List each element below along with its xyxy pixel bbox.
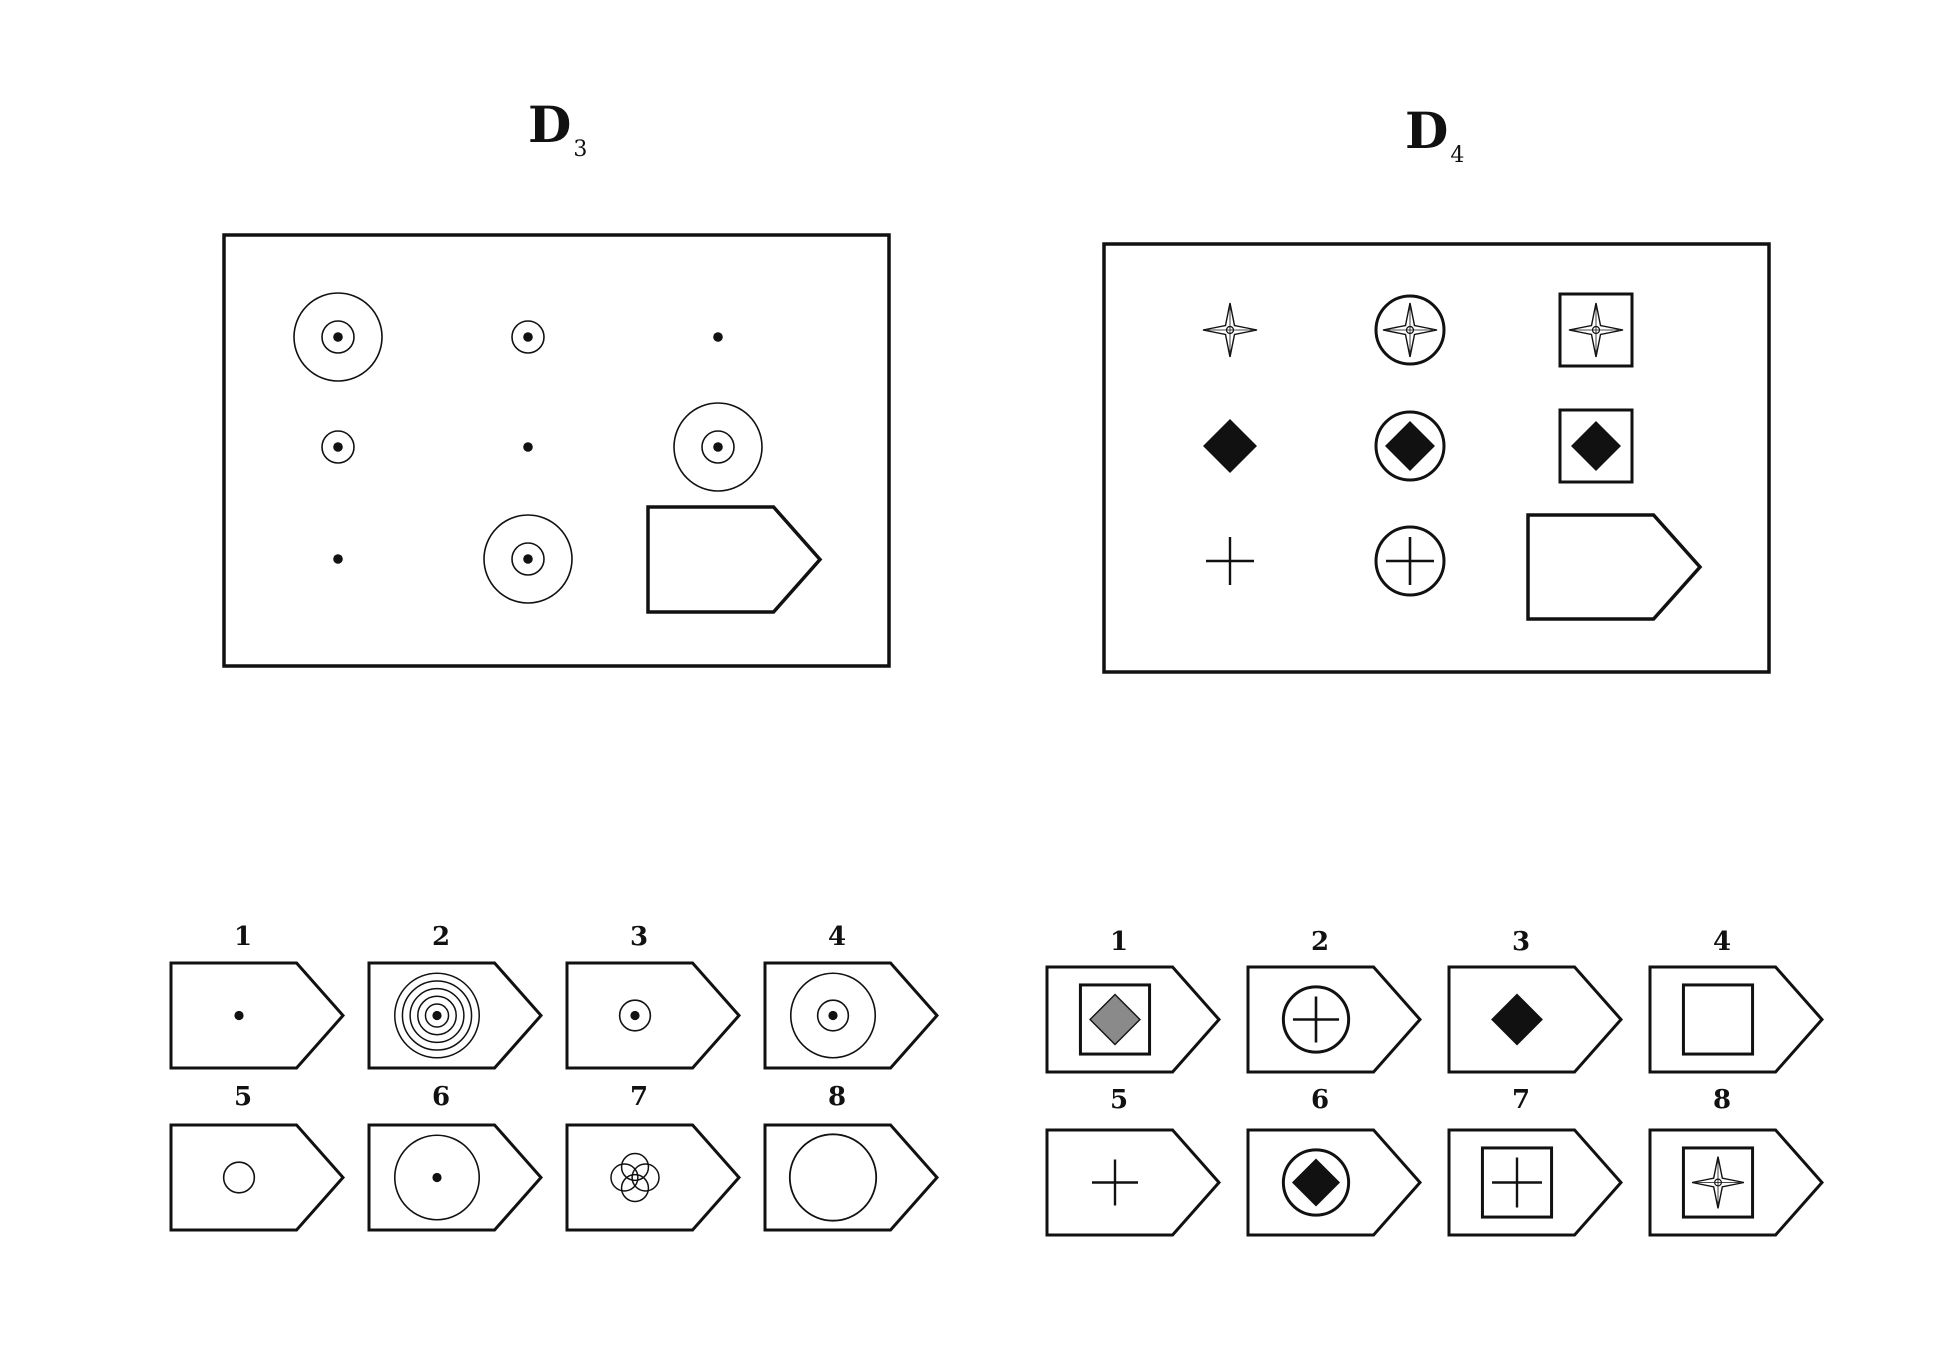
matrix-cell-small-target xyxy=(321,430,355,464)
answer-option-4[interactable]: 4 xyxy=(763,922,940,1070)
answer-option-label: 3 xyxy=(1512,927,1530,957)
answer-option-frame xyxy=(169,1123,346,1232)
answer-option-figure-cross-in-square xyxy=(1480,1146,1554,1219)
answer-option-label: 2 xyxy=(1311,927,1329,957)
answer-option-label: 5 xyxy=(234,1082,252,1112)
answer-option-4[interactable]: 4 xyxy=(1648,927,1825,1074)
answer-option-7[interactable]: 7 xyxy=(565,1082,742,1232)
matrix-cell-cross-in-circle xyxy=(1374,525,1446,597)
answer-option-label: 6 xyxy=(432,1082,450,1112)
matrix-cell-big-target xyxy=(483,514,573,604)
puzzle-title-d3: D3 xyxy=(528,95,588,162)
matrix-frame xyxy=(222,233,891,668)
answer-option-figure-four-circles xyxy=(610,1152,660,1203)
puzzle-d3: 1 2 3 4 5 6 7 8 xyxy=(169,233,940,1232)
answer-option-frame xyxy=(565,961,742,1070)
answer-option-3[interactable]: 3 xyxy=(565,922,742,1070)
matrix-cell-small-target xyxy=(511,320,545,354)
matrix-cell-diamond-in-square xyxy=(1558,408,1634,484)
answer-option-frame xyxy=(1447,965,1624,1074)
answer-option-frame xyxy=(1246,1128,1423,1237)
answer-option-1[interactable]: 1 xyxy=(1045,927,1222,1074)
answer-option-frame xyxy=(169,961,346,1070)
matrix-cell-star-in-circle xyxy=(1374,294,1446,366)
answer-option-3[interactable]: 3 xyxy=(1447,927,1624,1074)
answer-option-6[interactable]: 6 xyxy=(1246,1085,1423,1237)
puzzle-d4: 1 2 3 4 5 6 7 8 xyxy=(1045,242,1825,1237)
missing-cell-answer-slot xyxy=(1526,513,1703,621)
matrix-cell-dot xyxy=(333,554,343,564)
answer-option-label: 4 xyxy=(1713,927,1731,957)
answer-option-frame xyxy=(1246,965,1423,1074)
answer-option-frame xyxy=(1447,1128,1624,1237)
answer-option-frame xyxy=(763,961,940,1070)
answer-option-label: 7 xyxy=(1512,1085,1530,1115)
answer-option-1[interactable]: 1 xyxy=(169,922,346,1070)
answer-option-figure-big-circle xyxy=(788,1133,878,1222)
answer-option-8[interactable]: 8 xyxy=(1648,1085,1825,1237)
answer-option-frame xyxy=(565,1123,742,1232)
answer-option-label: 4 xyxy=(828,922,846,952)
answer-option-label: 5 xyxy=(1110,1085,1128,1115)
matrix-cell-big-target xyxy=(673,402,763,492)
matrix-cell-cross xyxy=(1206,537,1254,585)
matrix-cell-dot xyxy=(523,442,533,452)
answer-option-figure-circle-dot xyxy=(393,1134,481,1221)
matrix-cell-diamond-in-circle xyxy=(1374,410,1446,482)
answer-option-label: 7 xyxy=(630,1082,648,1112)
answer-option-figure-cross xyxy=(1091,1159,1139,1206)
answer-option-label: 2 xyxy=(432,922,450,952)
answer-option-figure-diamond-in-circle xyxy=(1281,1148,1351,1217)
answer-option-frame xyxy=(1648,965,1825,1074)
answer-option-figure-star-in-square xyxy=(1681,1146,1755,1219)
answer-option-5[interactable]: 5 xyxy=(1045,1085,1222,1237)
answer-option-2[interactable]: 2 xyxy=(1246,927,1423,1074)
answer-option-label: 1 xyxy=(234,922,252,952)
missing-cell-answer-slot xyxy=(646,505,823,614)
answer-option-7[interactable]: 7 xyxy=(1447,1085,1624,1237)
matrix-cell-dot xyxy=(713,332,723,342)
puzzle-title-d4: D4 xyxy=(1405,101,1465,168)
answer-option-figure-big-target xyxy=(789,972,877,1059)
matrix-cell-big-target xyxy=(293,292,383,382)
answer-option-label: 6 xyxy=(1311,1085,1329,1115)
answer-option-figure-grey-diamond-in-square xyxy=(1078,983,1152,1056)
answer-option-label: 3 xyxy=(630,922,648,952)
answer-option-frame xyxy=(763,1123,940,1232)
answer-option-5[interactable]: 5 xyxy=(169,1082,346,1232)
answer-option-8[interactable]: 8 xyxy=(763,1082,940,1232)
answer-option-figure-concentric-rings xyxy=(394,972,480,1059)
answer-option-2[interactable]: 2 xyxy=(367,922,544,1070)
answer-option-figure-dot xyxy=(234,1010,244,1021)
answer-option-label: 8 xyxy=(1713,1085,1731,1115)
answer-option-6[interactable]: 6 xyxy=(367,1082,544,1232)
matrix-cell-star-in-square xyxy=(1558,292,1634,368)
answer-option-figure-small-target xyxy=(618,999,652,1032)
answer-option-figure-cross-in-circle xyxy=(1281,985,1351,1054)
answer-option-frame xyxy=(1045,965,1222,1074)
answer-option-label: 8 xyxy=(828,1082,846,1112)
answer-option-frame xyxy=(367,961,544,1070)
answer-option-figure-diamond xyxy=(1491,993,1543,1046)
matrix-cell-diamond xyxy=(1203,419,1257,473)
answer-option-frame xyxy=(1045,1128,1222,1237)
answer-option-figure-empty-square xyxy=(1681,983,1755,1056)
answer-option-frame xyxy=(367,1123,544,1232)
matrix-frame xyxy=(1102,242,1771,674)
answer-option-label: 1 xyxy=(1110,927,1128,957)
answer-option-figure-small-circle xyxy=(222,1161,256,1194)
answer-option-frame xyxy=(1648,1128,1825,1237)
matrix-cell-star xyxy=(1202,302,1258,358)
